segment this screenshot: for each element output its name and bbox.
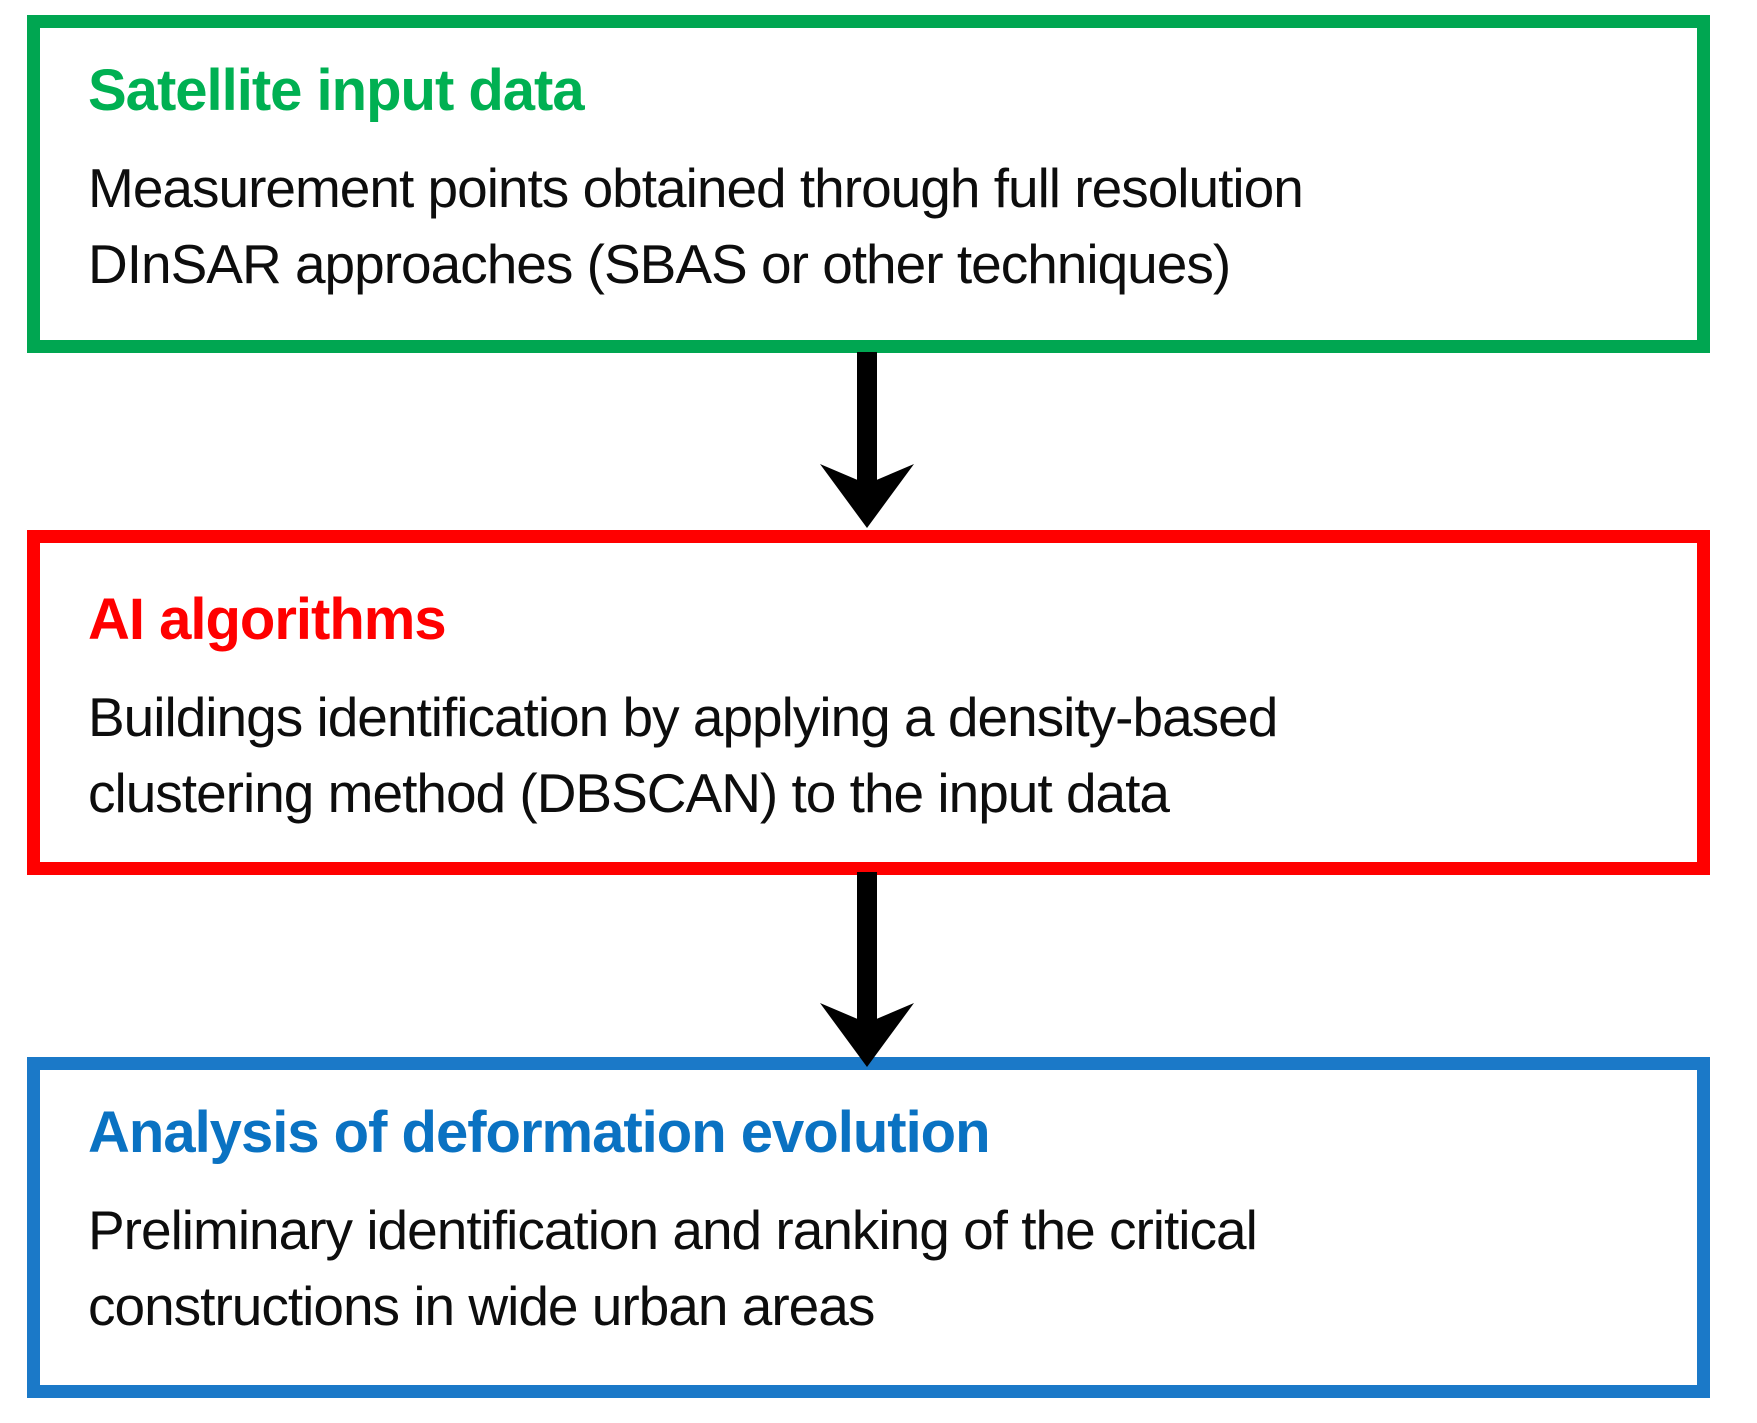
box-body-analysis-of-deformation-evolution: Preliminary identification and ranking o…: [88, 1198, 1258, 1337]
down-arrow-icon: [820, 352, 914, 528]
box-title-ai-algorithms: AI algorithms: [88, 587, 447, 652]
box-title-satellite-input-data: Satellite input data: [88, 58, 585, 123]
flow-box-analysis-of-deformation-evolution: Analysis of deformation evolution Prelim…: [27, 1057, 1710, 1398]
box-body-satellite-input-data: Measurement points obtained through full…: [88, 156, 1304, 295]
box-body-ai-algorithms: Buildings identification by applying a d…: [88, 685, 1278, 824]
flow-box-ai-algorithms: AI algorithms Buildings identification b…: [27, 530, 1710, 875]
down-arrow-icon: [820, 872, 914, 1067]
box-title-analysis-of-deformation-evolution: Analysis of deformation evolution: [88, 1100, 991, 1165]
flow-box-satellite-input-data: Satellite input data Measurement points …: [27, 15, 1710, 353]
